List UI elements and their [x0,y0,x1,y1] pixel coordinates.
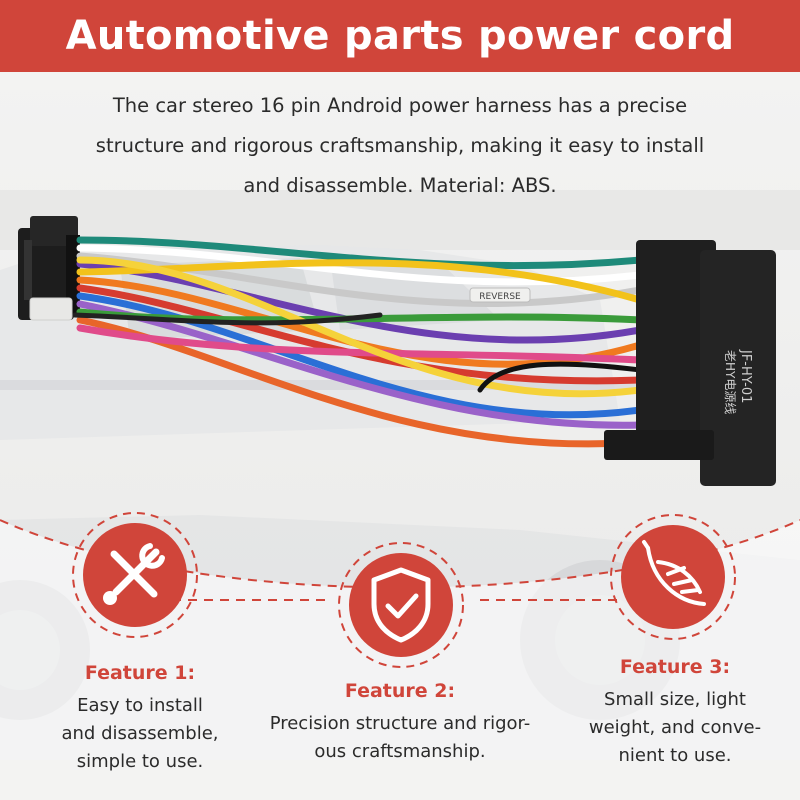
left-connector [18,216,80,320]
description-line: and disassemble. Material: ABS. [243,174,557,197]
description-line: The car stereo 16 pin Android power harn… [112,94,688,117]
right-connector: JF-HY-01 老HY电源线 [604,240,776,486]
feature-1: Feature 1: Easy to install and disassemb… [20,662,260,776]
feature-1-line: Easy to install [77,695,203,716]
page-title: Automotive parts power cord [65,13,735,59]
feature-3: Feature 3: Small size, light weight, and… [560,656,790,770]
feature-2-title: Feature 2: [344,680,456,702]
tools-icon [103,543,165,605]
connector-text-2: 老HY电源线 [723,350,737,414]
power-harness-image: REVERSE JF-HY-01 老HY电源线 [18,216,776,486]
feature-1-icon-badge [72,512,198,638]
feature-1-title: Feature 1: [84,662,196,684]
feature-1-line: and disassemble, [61,723,219,744]
feature-3-icon-badge [610,514,736,640]
reverse-label: REVERSE [479,292,521,302]
feature-3-line: nient to use. [618,745,732,766]
feature-3-line: Small size, light [604,689,746,710]
description-line: structure and rigorous craftsmanship, ma… [95,134,705,157]
feature-3-line: weight, and conve- [588,717,762,738]
feather-icon [642,540,706,606]
feature-2-line: ous craftsmanship. [314,741,486,762]
feature-2-icon-badge [338,542,464,668]
shield-check-icon [371,567,431,643]
title-bar: Automotive parts power cord [0,0,800,72]
connector-text-1: JF-HY-01 [738,349,753,403]
feature-3-title: Feature 3: [619,656,731,678]
feature-2: Feature 2: Precision structure and rigor… [250,680,550,766]
wire-bundle [72,236,644,448]
feature-1-line: simple to use. [76,751,204,772]
feature-2-line: Precision structure and rigor- [269,713,531,734]
product-description: The car stereo 16 pin Android power harn… [40,86,760,206]
reverse-label-tag: REVERSE [469,287,531,303]
